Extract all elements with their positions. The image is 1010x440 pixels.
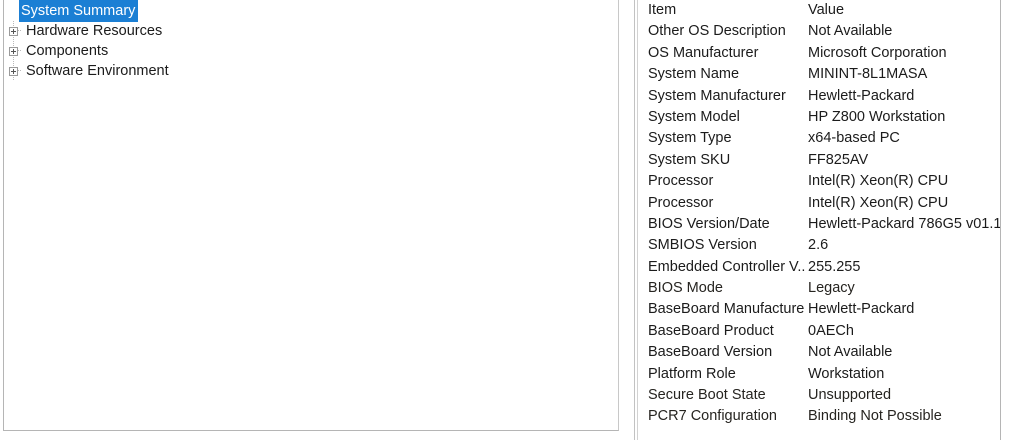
row-item-value: HP Z800 Workstation <box>808 107 1000 128</box>
expand-plus-icon[interactable] <box>9 46 18 56</box>
row-item-value: 0AECh <box>808 321 1000 342</box>
row-value-text: Legacy <box>808 280 855 297</box>
table-row[interactable]: BIOS Version/Date Hewlett-Packard 786G5 v… <box>640 214 1000 235</box>
table-row[interactable]: System Type x64-based PC <box>640 128 1000 149</box>
expand-plus-icon[interactable] <box>9 66 18 76</box>
row-value-text: FF825AV <box>808 151 869 168</box>
row-item-name: BIOS Mode <box>648 280 723 297</box>
row-item-value: Hewlett-Packard <box>808 299 1000 320</box>
row-value-text: Not Available <box>808 23 893 40</box>
tree-item-label: Software Environment <box>26 63 169 79</box>
row-item-value: Workstation <box>808 364 1000 385</box>
row-item-name: Other OS Description <box>648 23 786 40</box>
row-item-value: 255.255 <box>808 257 1000 278</box>
row-item-name: Embedded Controller V... <box>648 258 805 275</box>
tree-item-components[interactable]: Components <box>4 41 618 61</box>
table-row[interactable]: System Manufacturer Hewlett-Packard <box>640 86 1000 107</box>
table-row[interactable]: System Model HP Z800 Workstation <box>640 107 1000 128</box>
row-item-name: System Manufacturer <box>648 87 786 104</box>
row-item-value: MININT-8L1MASA <box>808 64 1000 85</box>
table-row[interactable]: BIOS Mode Legacy <box>640 278 1000 299</box>
row-item-name: System Model <box>648 108 740 125</box>
table-row[interactable]: Other OS Description Not Available <box>640 21 1000 42</box>
tree-item-software-environment[interactable]: Software Environment <box>4 61 618 81</box>
row-value-text: x64-based PC <box>808 130 900 147</box>
row-item-name: Secure Boot State <box>648 387 766 404</box>
table-row[interactable]: BaseBoard Product 0AECh <box>640 321 1000 342</box>
row-value-text: Not Available <box>808 344 893 361</box>
row-item-value: Microsoft Corporation <box>808 43 1000 64</box>
row-item-name: PCR7 Configuration <box>648 408 777 425</box>
row-item-name: Processor <box>648 194 714 211</box>
row-value-text: 255.255 <box>808 258 861 275</box>
row-item-name: Platform Role <box>648 365 736 382</box>
row-item-name: System SKU <box>648 151 731 168</box>
tree-item-hardware-resources[interactable]: Hardware Resources <box>4 21 618 41</box>
row-value-text: MININT-8L1MASA <box>808 66 928 83</box>
row-value-text: Intel(R) Xeon(R) CPU <box>808 173 949 190</box>
table-row[interactable]: System Name MININT-8L1MASA <box>640 64 1000 85</box>
row-item-value: x64-based PC <box>808 128 1000 149</box>
row-item-value: Intel(R) Xeon(R) CPUE5506 <box>808 171 1000 192</box>
table-row[interactable]: SMBIOS Version 2.6 <box>640 235 1000 256</box>
table-row[interactable]: PCR7 Configuration Binding Not Possible <box>640 406 1000 427</box>
row-item-value: Not Available <box>808 342 1000 363</box>
row-item-name: OS Manufacturer <box>648 44 759 61</box>
row-item-value: Hewlett-Packard 786G5 v01.17, 8/ <box>808 214 1000 235</box>
tree-tick-line <box>18 50 22 51</box>
row-item-value: FF825AV <box>808 150 1000 171</box>
table-header-row: Item Value <box>640 0 1000 21</box>
row-item-name: System Name <box>648 66 740 83</box>
column-header-item[interactable]: Item <box>648 2 677 18</box>
row-value-text: 0AECh <box>808 322 854 339</box>
table-row[interactable]: Processor Intel(R) Xeon(R) CPUE5506 <box>640 193 1000 214</box>
tree-item-label: Hardware Resources <box>26 23 163 39</box>
column-header-value[interactable]: Value <box>808 2 845 18</box>
row-item-value: Legacy <box>808 278 1000 299</box>
row-item-name: System Type <box>648 130 732 147</box>
table-row[interactable]: Platform Role Workstation <box>640 364 1000 385</box>
table-row[interactable]: System SKU FF825AV <box>640 150 1000 171</box>
row-item-value: Unsupported <box>808 385 1000 406</box>
tree-tick-line <box>18 30 22 31</box>
expand-plus-icon[interactable] <box>9 26 18 36</box>
row-item-name: BaseBoard Version <box>648 344 773 361</box>
row-value-text: Microsoft Corporation <box>808 44 947 61</box>
row-item-value: Not Available <box>808 21 1000 42</box>
row-item-value: Hewlett-Packard <box>808 86 1000 107</box>
row-item-name: BIOS Version/Date <box>648 215 770 232</box>
table-row[interactable]: BaseBoard Version Not Available <box>640 342 1000 363</box>
row-value-text: Hewlett-Packard 786G5 v01.17, 8/ <box>808 215 1000 232</box>
tree-item-label: System Summary <box>19 0 139 22</box>
row-item-name: BaseBoard Manufacturer <box>648 301 805 318</box>
row-value-text: Hewlett-Packard <box>808 301 915 318</box>
tree-item-system-summary[interactable]: System Summary <box>4 0 618 22</box>
table-row[interactable]: Secure Boot State Unsupported <box>640 385 1000 406</box>
row-value-text: 2.6 <box>808 237 829 254</box>
row-value-text: Workstation <box>808 365 885 382</box>
row-item-name: Processor <box>648 173 714 190</box>
row-value-text: HP Z800 Workstation <box>808 108 946 125</box>
row-item-value: Intel(R) Xeon(R) CPUE5506 <box>808 193 1000 214</box>
tree-item-label: Components <box>26 43 109 59</box>
row-value-text: Hewlett-Packard <box>808 87 915 104</box>
table-row[interactable]: Embedded Controller V...255.255 <box>640 257 1000 278</box>
row-value-text: Binding Not Possible <box>808 408 942 425</box>
row-item-name: SMBIOS Version <box>648 237 757 254</box>
row-item-value: 2.6 <box>808 235 1000 256</box>
tree-tick-line <box>18 70 22 71</box>
table-row[interactable]: Processor Intel(R) Xeon(R) CPUE5506 <box>640 171 1000 192</box>
row-item-value: Binding Not Possible <box>808 406 1000 427</box>
row-value-text: Unsupported <box>808 387 892 404</box>
row-value-text: Intel(R) Xeon(R) CPU <box>808 194 949 211</box>
table-row[interactable]: OS Manufacturer Microsoft Corporation <box>640 43 1000 64</box>
row-item-name: BaseBoard Product <box>648 322 774 339</box>
